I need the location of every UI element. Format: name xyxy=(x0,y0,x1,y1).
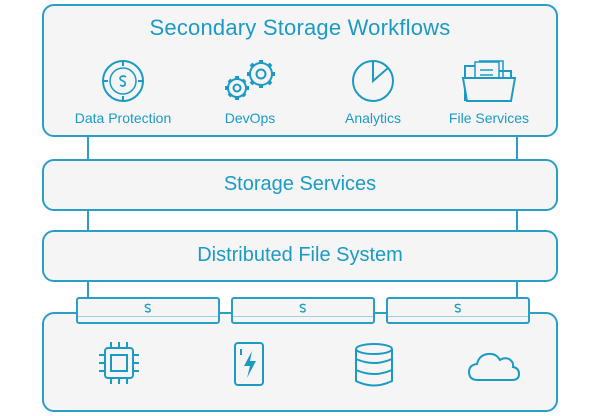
connector-right-upper xyxy=(516,137,518,159)
cluster-node xyxy=(76,297,220,324)
workflow-label: Analytics xyxy=(344,110,402,126)
cluster-node xyxy=(386,297,530,324)
connector-left-middle xyxy=(87,211,89,230)
workflows-panel: Secondary Storage Workflows Data Protect… xyxy=(42,4,558,137)
flash-storage-icon xyxy=(234,342,264,386)
cluster-node xyxy=(231,297,375,324)
workflow-data-protection: Data Protection xyxy=(58,58,188,126)
workflow-devops: DevOps xyxy=(185,58,315,126)
distributed-file-system-layer: Distributed File System xyxy=(42,230,558,282)
pie-chart-icon xyxy=(352,60,394,102)
workflow-file-services: File Services xyxy=(424,58,554,126)
database-icon xyxy=(355,343,393,387)
workflow-analytics: Analytics xyxy=(308,58,438,126)
folder-icon xyxy=(461,60,517,102)
distributed-file-system-title: Distributed File System xyxy=(197,244,403,266)
node-logo-icon xyxy=(144,303,151,313)
connector-right-middle xyxy=(516,211,518,230)
workflow-label: Data Protection xyxy=(74,110,172,126)
connector-right-lower xyxy=(516,282,518,297)
connector-left-upper xyxy=(87,137,89,159)
storage-services-layer: Storage Services xyxy=(42,159,558,211)
gears-icon xyxy=(225,60,275,100)
stopwatch-icon xyxy=(102,60,144,102)
cpu-chip-icon xyxy=(99,342,139,384)
workflows-title: Secondary Storage Workflows xyxy=(149,15,451,40)
storage-services-title: Storage Services xyxy=(223,173,377,195)
node-logo-icon xyxy=(454,303,461,313)
connector-left-lower xyxy=(87,282,89,297)
workflow-label: DevOps xyxy=(224,110,276,126)
node-logo-icon xyxy=(299,303,306,313)
workflow-label: File Services xyxy=(448,110,530,126)
cloud-icon xyxy=(467,352,521,381)
